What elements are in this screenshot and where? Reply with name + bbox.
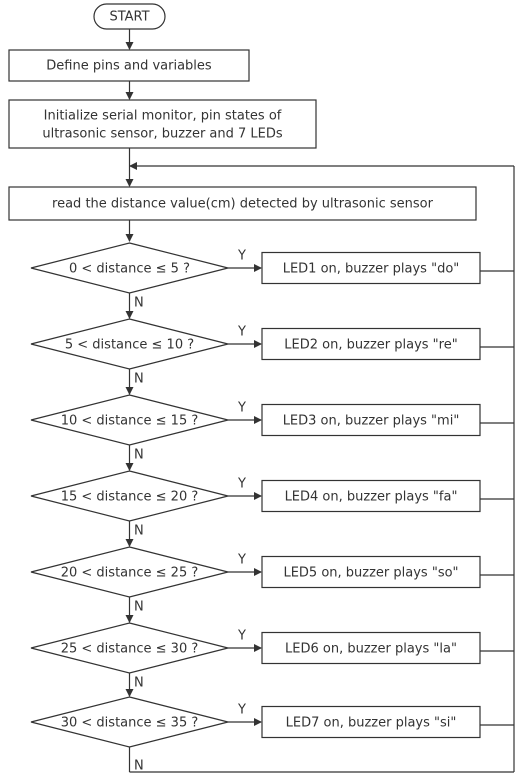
init-process bbox=[8, 99, 317, 149]
decision-steps: 0 < distance ≤ 5 ? Y LED1 on, buzzer plays… bbox=[30, 242, 514, 748]
read-label: read the distance value(cm) detected by … bbox=[52, 197, 434, 212]
action-box-1 bbox=[261, 251, 481, 285]
decision-label-3: 10 < distance ≤ 15 ? bbox=[61, 414, 199, 429]
no-label-3: N bbox=[134, 448, 144, 463]
final-no-label: N bbox=[134, 759, 144, 774]
action-label-3: LED3 on, buzzer plays "mi" bbox=[283, 414, 460, 429]
no-label-6: N bbox=[134, 676, 144, 691]
action-box-4 bbox=[261, 479, 481, 513]
action-label-2: LED2 on, buzzer plays "re" bbox=[284, 338, 457, 353]
decision-label-5: 20 < distance ≤ 25 ? bbox=[61, 566, 199, 581]
yes-label-7: Y bbox=[237, 703, 246, 718]
define-label: Define pins and variables bbox=[46, 59, 212, 74]
decision-diamond-7 bbox=[30, 696, 229, 748]
yes-label-5: Y bbox=[237, 553, 246, 568]
action-box-6 bbox=[261, 631, 481, 665]
no-label-2: N bbox=[134, 372, 144, 387]
decision-label-7: 30 < distance ≤ 35 ? bbox=[61, 716, 199, 731]
no-label-4: N bbox=[134, 524, 144, 539]
decision-label-6: 25 < distance ≤ 30 ? bbox=[61, 642, 199, 657]
action-box-3 bbox=[261, 403, 481, 437]
read-process bbox=[8, 186, 477, 221]
action-label-6: LED6 on, buzzer plays "la" bbox=[285, 642, 457, 657]
action-label-1: LED1 on, buzzer plays "do" bbox=[283, 262, 460, 277]
no-label-1: N bbox=[134, 296, 144, 311]
init-label-line1: Initialize serial monitor, pin states of bbox=[44, 109, 282, 124]
action-label-4: LED4 on, buzzer plays "fa" bbox=[285, 490, 458, 505]
yes-label-3: Y bbox=[237, 401, 246, 416]
yes-label-4: Y bbox=[237, 477, 246, 492]
yes-label-6: Y bbox=[237, 629, 246, 644]
decision-label-2: 5 < distance ≤ 10 ? bbox=[65, 338, 194, 353]
action-box-5 bbox=[261, 555, 481, 589]
action-label-5: LED5 on, buzzer plays "so" bbox=[283, 566, 458, 581]
yes-label-2: Y bbox=[237, 325, 246, 340]
action-box-2 bbox=[261, 327, 481, 361]
yes-label-1: Y bbox=[237, 249, 246, 264]
define-process bbox=[8, 49, 250, 82]
action-label-7: LED7 on, buzzer plays "si" bbox=[286, 716, 457, 731]
no-label-5: N bbox=[134, 600, 144, 615]
decision-label-4: 15 < distance ≤ 20 ? bbox=[61, 490, 199, 505]
decision-label-1: 0 < distance ≤ 5 ? bbox=[69, 262, 190, 277]
init-label-line2: ultrasonic sensor, buzzer and 7 LEDs bbox=[42, 127, 283, 142]
start-label: START bbox=[109, 10, 149, 25]
action-box-7 bbox=[261, 705, 481, 739]
